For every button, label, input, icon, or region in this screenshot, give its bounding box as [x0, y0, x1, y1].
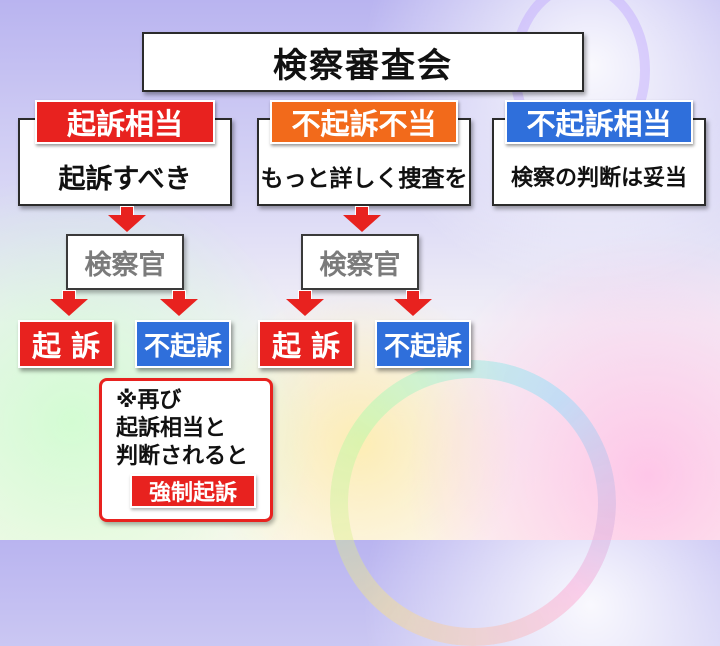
decision-tag-label: 起訴相当 — [66, 107, 183, 141]
outcome-non-indict: 不起訴 — [135, 320, 231, 368]
note-line: ※再び — [116, 388, 182, 413]
arrow-down-icon — [50, 290, 88, 316]
forced-indictment-note: ※再び 起訴相当と 判断されると 強制起訴 — [99, 378, 273, 522]
note-line: 判断されると — [116, 444, 249, 469]
decision-tag-indictment-appropriate: 起訴相当 — [35, 100, 215, 144]
note-line: 起訴相当と — [116, 416, 227, 441]
decision-desc: 検察の判断は妥当 — [510, 166, 687, 191]
decision-tag-label: 不起訴相当 — [526, 107, 672, 141]
outcome-label: 起 訴 — [31, 329, 101, 363]
outcome-indict: 起 訴 — [258, 320, 354, 368]
arrow-down-icon — [394, 290, 432, 316]
prosecutor-label: 検察官 — [319, 249, 401, 281]
decorative-ring — [330, 360, 616, 646]
arrow-down-icon — [160, 290, 198, 316]
arrow-down-icon — [286, 290, 324, 316]
decision-tag-label: 不起訴不当 — [291, 107, 437, 141]
prosecutor-box: 検察官 — [301, 234, 419, 290]
arrow-down-icon — [108, 206, 146, 232]
outcome-non-indict: 不起訴 — [375, 320, 471, 368]
outcome-indict: 起 訴 — [18, 320, 114, 368]
prosecutor-label: 検察官 — [84, 249, 166, 281]
arrow-down-icon — [343, 206, 381, 232]
diagram-title-text: 検察審査会 — [273, 45, 453, 86]
outcome-label: 起 訴 — [271, 329, 341, 363]
diagram-title: 検察審査会 — [142, 32, 584, 92]
decision-tag-non-indictment-appropriate: 不起訴相当 — [505, 100, 693, 144]
decision-desc: もっと詳しく捜査を — [260, 166, 468, 192]
forced-indictment-badge: 強制起訴 — [130, 474, 256, 508]
decision-tag-non-indictment-improper: 不起訴不当 — [270, 100, 458, 144]
outcome-label: 不起訴 — [383, 331, 462, 362]
decision-desc: 起訴すべき — [58, 163, 192, 195]
outcome-label: 不起訴 — [143, 331, 222, 362]
forced-indictment-label: 強制起訴 — [148, 481, 237, 506]
prosecutor-box: 検察官 — [66, 234, 184, 290]
